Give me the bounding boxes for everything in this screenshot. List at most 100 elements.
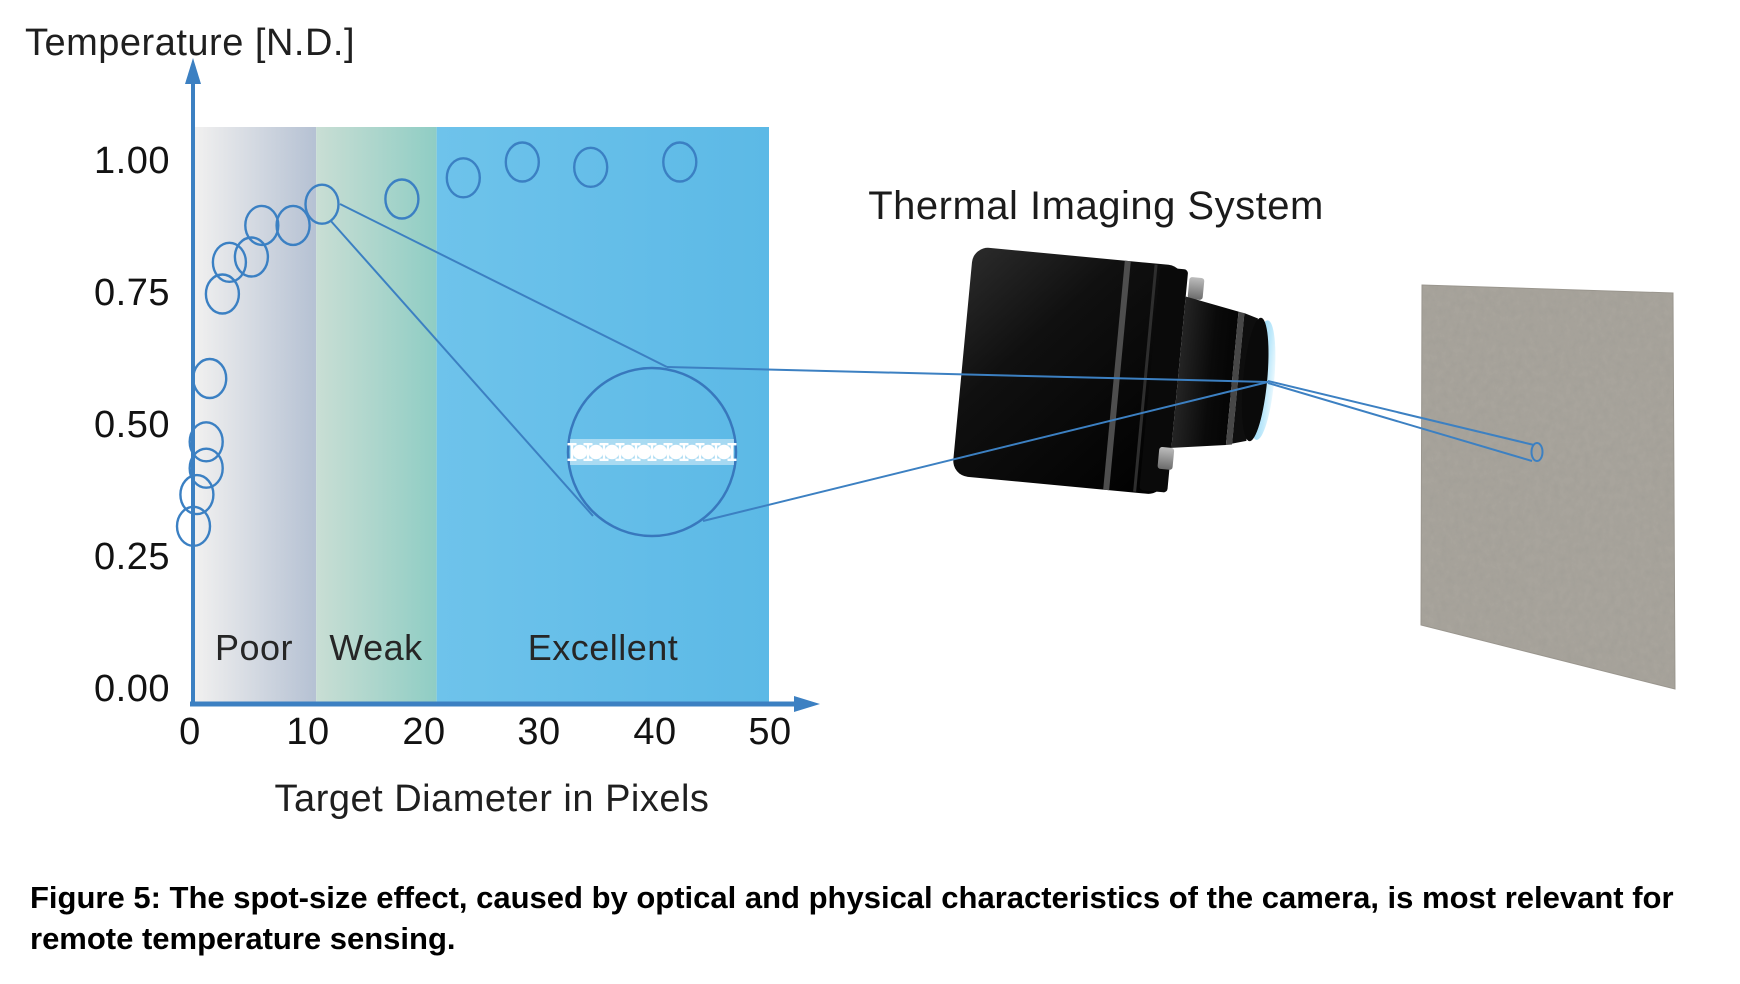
pixel-separator-cap: [727, 443, 737, 446]
caption-line-2: remote temperature sensing.: [30, 921, 456, 956]
pixel-separator-cap: [567, 443, 577, 446]
pixel-separator: [682, 444, 686, 460]
caption-line-1: Figure 5: The spot-size effect, caused b…: [30, 880, 1674, 915]
pixel-separator-cap: [599, 443, 609, 446]
data-point: [445, 157, 481, 199]
data-point: [662, 141, 698, 183]
region-label-poor: Poor: [214, 627, 294, 668]
y-tick-0.75: 0.75: [94, 272, 170, 314]
y-axis: [185, 58, 201, 704]
camera-lug-top: [1187, 277, 1205, 300]
data-point: [188, 447, 224, 489]
pixel-separator-cap: [647, 458, 657, 461]
pixel-separator-cap: [631, 458, 641, 461]
chart-quality-regions: [193, 127, 769, 702]
y-tick-0.00: 0.00: [94, 668, 170, 710]
data-point: [244, 204, 280, 247]
magnifier: [566, 366, 738, 538]
x-tick-0: 0: [179, 711, 201, 753]
data-point: [504, 141, 540, 183]
pixel-dot: [716, 444, 732, 460]
x-tick-20: 20: [402, 711, 446, 753]
pixel-row: [567, 443, 737, 461]
pixel-separator: [650, 444, 654, 460]
pixel-separator-cap: [663, 458, 673, 461]
region-excellent: [436, 127, 769, 702]
pixel-separator-cap: [615, 443, 625, 446]
data-point: [275, 204, 311, 247]
pixel-separator: [714, 444, 718, 460]
x-tick-10: 10: [286, 711, 330, 753]
pixel-separator-cap: [727, 458, 737, 461]
pixel-separator-cap: [583, 458, 593, 461]
pixel-separator-cap: [583, 443, 593, 446]
region-weak: [316, 127, 437, 702]
pixel-dot: [620, 444, 636, 460]
pixel-dot: [652, 444, 668, 460]
pixel-separator-cap: [567, 458, 577, 461]
data-point: [211, 241, 248, 283]
lens-ring: [1225, 311, 1245, 445]
x-axis: [190, 696, 820, 712]
pixel-dot: [684, 444, 700, 460]
y-axis-title: Temperature [N.D.]: [25, 22, 355, 64]
camera-label: Thermal Imaging System: [868, 184, 1324, 228]
pixel-separator: [618, 444, 622, 460]
measurement-spot: [1530, 442, 1544, 462]
sightline-peak-to-magnifier-bottom: [329, 219, 594, 517]
pixel-dot: [604, 444, 620, 460]
sightline-magnifier-to-lens-bottom: [702, 381, 1269, 522]
lens-shadow: [1241, 317, 1269, 442]
data-point: [188, 421, 224, 463]
target-wall: [1420, 284, 1676, 690]
scatter-points: [175, 141, 698, 547]
data-point: [204, 273, 241, 315]
figure-caption: Figure 5: The spot-size effect, caused b…: [30, 877, 1674, 959]
y-axis-arrow-icon: [185, 58, 201, 84]
camera-seam: [1103, 260, 1131, 491]
pixel-separator-cap: [647, 443, 657, 446]
pixel-dot: [700, 444, 716, 460]
region-label-excellent: Excellent: [527, 627, 679, 668]
x-tick-40: 40: [633, 711, 677, 753]
pixel-separator-cap: [679, 443, 689, 446]
pixel-separator-cap: [631, 443, 641, 446]
beam-to-target-bottom: [1267, 382, 1533, 462]
pixel-separator-cap: [615, 458, 625, 461]
pixel-dot: [636, 444, 652, 460]
data-point: [384, 178, 420, 220]
sightlines: [329, 203, 1544, 522]
sightline-peak-to-magnifier-top: [339, 203, 668, 368]
x-tick-30: 30: [517, 711, 561, 753]
data-point: [304, 183, 340, 225]
pixel-separator: [634, 444, 638, 460]
pixel-separator-cap: [711, 443, 721, 446]
data-point: [179, 473, 215, 516]
pixel-separator: [586, 444, 590, 460]
x-axis-arrow-icon: [794, 696, 820, 712]
pixel-separator-cap: [679, 458, 689, 461]
pixel-separator: [698, 444, 702, 460]
data-point: [573, 146, 609, 189]
pixel-separator-cap: [695, 443, 705, 446]
lens-barrel: [1171, 296, 1239, 448]
pixel-dot: [572, 444, 588, 460]
y-tick-0.50: 0.50: [94, 404, 170, 446]
pixel-separator-cap: [695, 458, 705, 461]
pixel-separator: [570, 444, 574, 460]
y-tick-1.00: 1.00: [94, 140, 170, 182]
x-tick-50: 50: [748, 711, 792, 753]
sightline-magnifier-to-lens-top: [666, 366, 1269, 383]
region-label-weak: Weak: [329, 627, 423, 668]
magnifier-circle: [566, 366, 738, 538]
camera-lug-bottom: [1157, 447, 1175, 470]
y-tick-0.25: 0.25: [94, 536, 170, 578]
beam-to-target-top: [1267, 380, 1535, 446]
pixel-separator: [730, 444, 734, 460]
pixel-separator: [666, 444, 670, 460]
region-poor: [193, 127, 317, 702]
pixel-separator-cap: [663, 443, 673, 446]
data-point: [233, 236, 270, 278]
